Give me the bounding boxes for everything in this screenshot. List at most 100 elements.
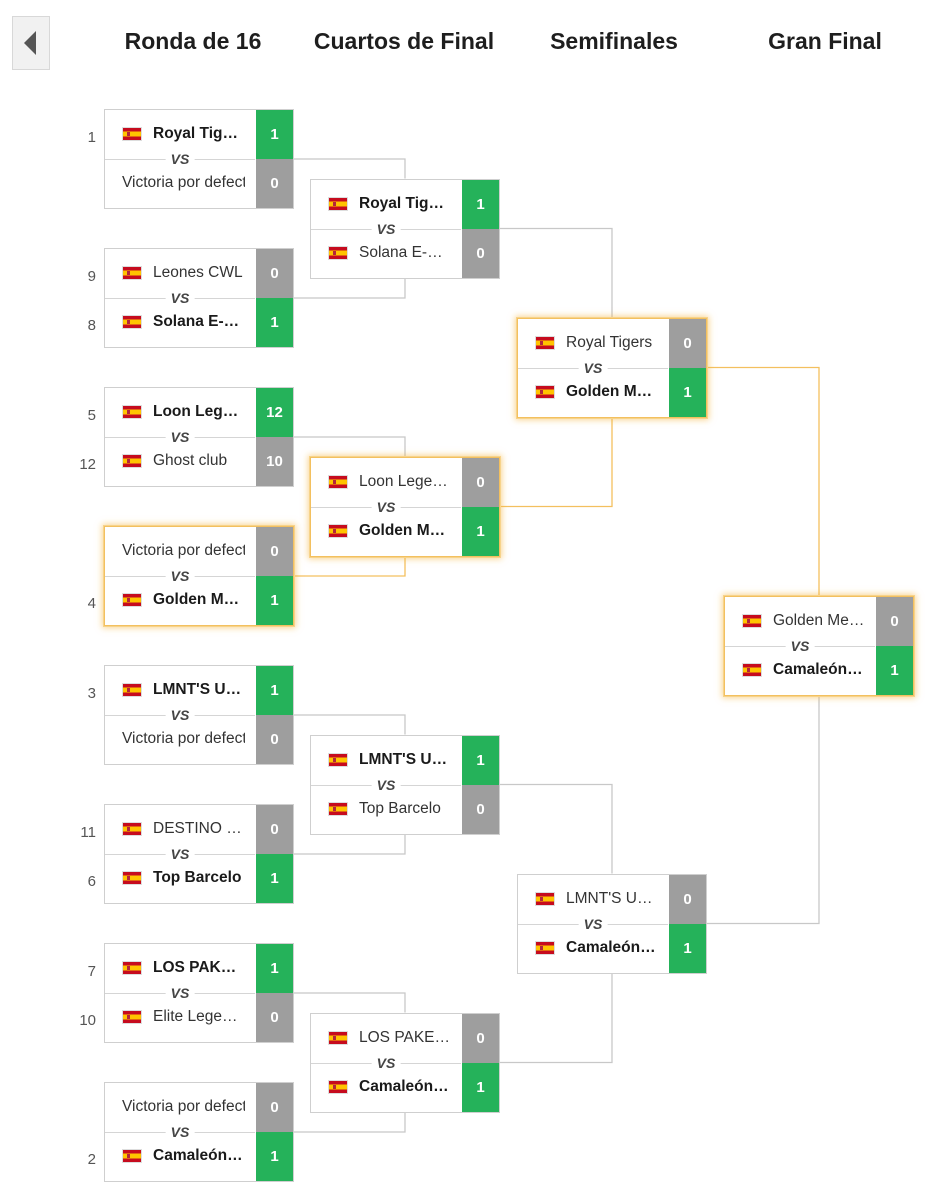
spain-flag-icon	[122, 961, 142, 975]
team-score: 0	[669, 874, 706, 924]
team-name: Top Barcelo	[153, 869, 242, 886]
vs-label: VS	[165, 429, 195, 445]
spain-flag-icon	[328, 752, 348, 767]
team-row[interactable]: Golden Members1	[518, 367, 706, 417]
team-name: Elite Legends	[153, 1008, 245, 1025]
team-name: Royal Tigers	[153, 125, 245, 142]
bracket-connector-line	[500, 227, 613, 318]
vs-label: VS	[165, 985, 195, 1001]
team-row[interactable]: Solana E-Sports0	[311, 228, 499, 278]
spain-flag-icon	[122, 454, 142, 468]
team-row[interactable]: DESTINO FINAL0	[105, 805, 293, 854]
team-name: LOS PAKETES	[153, 959, 245, 976]
team-score: 1	[256, 944, 293, 993]
vs-label: VS	[165, 151, 195, 167]
vs-divider: VS	[518, 359, 668, 376]
vs-divider: VS	[311, 1054, 461, 1071]
spain-flag-icon	[328, 196, 348, 211]
team-row[interactable]: Camaleón Gaming1	[311, 1062, 499, 1112]
team-row[interactable]: LMNT'S UNITED0	[518, 874, 706, 924]
spain-flag-icon	[122, 822, 142, 836]
team-row[interactable]: LMNT'S UNITED1	[105, 666, 293, 715]
spain-flag-icon	[328, 523, 348, 538]
team-score: 0	[256, 159, 293, 208]
team-score: 1	[462, 179, 499, 229]
team-name: Top Barcelo	[359, 799, 441, 817]
spain-flag-icon	[535, 940, 555, 955]
vs-divider: VS	[725, 637, 875, 654]
match-card[interactable]: Golden Members0Camaleón Gaming1VS	[724, 595, 914, 696]
team-row[interactable]: Golden Members0	[725, 596, 913, 646]
team-name: DESTINO FINAL	[153, 820, 245, 837]
team-name: Solana E-Sports	[153, 313, 245, 330]
team-score: 0	[256, 249, 293, 298]
seed-number: 3	[87, 685, 96, 702]
team-name: Loon Legends	[359, 472, 451, 490]
vs-label: VS	[165, 568, 195, 584]
vs-divider: VS	[311, 776, 461, 793]
bracket-connector-line	[294, 278, 406, 299]
team-score: 0	[256, 527, 293, 576]
bracket-connector-line	[294, 556, 406, 577]
team-score: 0	[256, 993, 293, 1042]
team-row[interactable]: LOS PAKETES 1	[105, 944, 293, 993]
match-card[interactable]: LMNT'S UNITED0Camaleón Gaming1VS	[517, 873, 707, 974]
team-row[interactable]: Solana E-Sports1	[105, 298, 293, 347]
team-score: 1	[256, 576, 293, 625]
team-row[interactable]: Camaleón Gaming1	[518, 923, 706, 973]
team-row[interactable]: Elite Legends 0	[105, 993, 293, 1042]
bracket-connector-line	[294, 1112, 406, 1133]
team-name: Ghost club	[153, 452, 228, 469]
round-title-r16: Ronda de 16	[124, 28, 262, 54]
team-score: 1	[462, 735, 499, 785]
team-row[interactable]: LMNT'S UNITED1	[311, 735, 499, 785]
team-name: Loon Legends	[153, 403, 245, 420]
bracket-connector-line	[500, 783, 613, 874]
team-row[interactable]: LOS PAKETES0	[311, 1013, 499, 1063]
team-row[interactable]: Camaleón Gaming1	[725, 645, 913, 695]
spain-flag-icon	[122, 871, 142, 885]
bracket-connector-line	[294, 714, 406, 735]
team-score: 0	[462, 228, 499, 278]
team-row[interactable]: Camaleón Gaming1	[105, 1132, 293, 1181]
vs-label: VS	[165, 290, 195, 306]
team-name: Victoria por defecto	[122, 730, 245, 747]
bracket-connector-line	[294, 992, 406, 1013]
back-button[interactable]	[12, 16, 50, 70]
seed-number: 10	[79, 1012, 96, 1029]
round-title-quarterfinals: Cuartos de Final	[313, 28, 495, 54]
spain-flag-icon	[328, 1079, 348, 1094]
bracket-connector-line	[294, 436, 406, 457]
team-row[interactable]: Golden Members1	[105, 576, 293, 625]
team-row[interactable]: Golden Members1	[311, 506, 499, 556]
team-score: 12	[256, 388, 293, 437]
vs-label: VS	[371, 1054, 401, 1071]
match-card[interactable]: LOS PAKETES0Camaleón Gaming1VS	[310, 1012, 500, 1113]
team-row[interactable]: Loon Legends 12	[105, 388, 293, 437]
